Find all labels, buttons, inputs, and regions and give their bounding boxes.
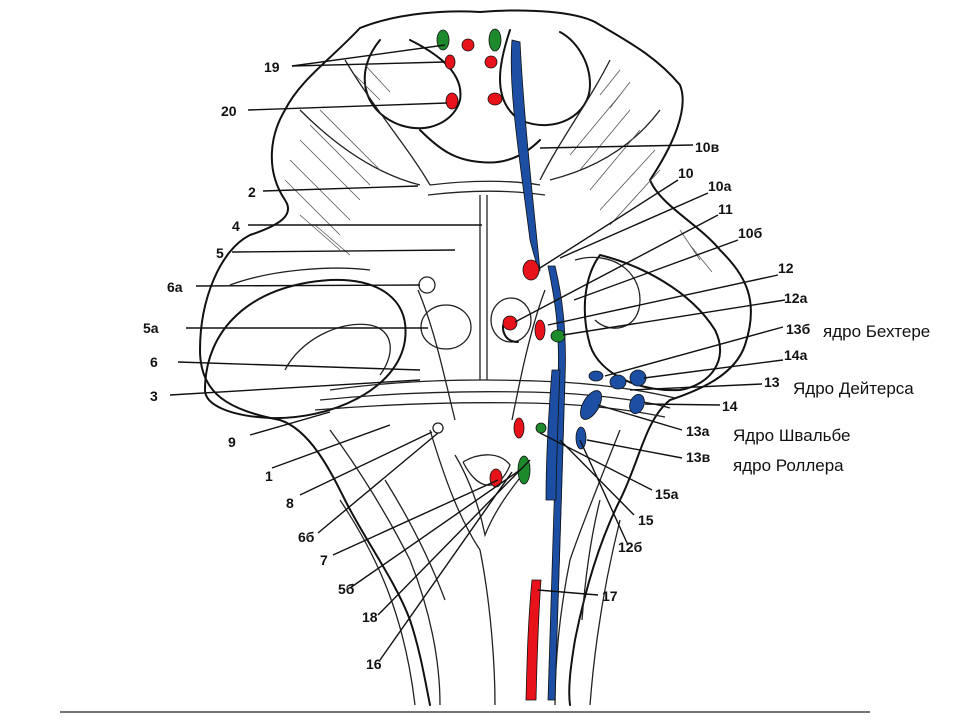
label-14a: 14а [784,347,808,363]
label-12a: 12а [784,290,808,306]
nucleus-13v-blue [575,426,587,450]
hatching [284,64,713,273]
nucleus-20-red-a [445,92,459,110]
nucleus-14a-blue [629,369,647,387]
nucleus-13b-blue-a [588,370,604,382]
label-10: 10 [678,165,694,181]
blue-tract-left [545,369,561,501]
number-labels: 19 20 10в 10 10а 2 11 4 10б 5 12 6а 12а … [143,59,811,672]
nucleus-10-red [522,259,540,281]
label-10a: 10а [708,178,732,194]
nucleus-19-red-c [484,55,498,69]
nucleus-19-red-a [461,38,475,52]
label-5b: 5б [338,581,355,597]
label-9: 9 [228,434,236,450]
nucleus-names: ядро Бехтере Ядро Дейтерса Ядро Швальбе … [733,322,930,475]
label-10v: 10в [695,139,720,155]
label-18: 18 [362,609,378,625]
label-13a: 13а [686,423,710,439]
label-20: 20 [221,103,237,119]
name-bekhterev: ядро Бехтере [823,322,930,341]
nucleus-14-blue [629,393,645,415]
label-13b: 13б [786,321,811,337]
label-8: 8 [286,495,294,511]
label-4: 4 [232,218,240,234]
nucleus-12a-red [534,319,546,341]
label-17: 17 [602,588,618,604]
label-10b: 10б [738,225,763,241]
nucleus-green-lower-a [535,422,547,434]
label-11: 11 [718,201,733,217]
label-5a: 5а [143,320,159,336]
label-15a: 15а [655,486,679,502]
label-12b: 12б [618,539,643,555]
label-16: 16 [366,656,382,672]
nucleus-13b-blue-b [609,374,627,390]
label-5: 5 [216,245,224,261]
label-6: 6 [150,354,158,370]
nucleus-19-red-b [444,54,456,70]
leader-lines [169,44,786,661]
label-3: 3 [150,388,158,404]
nucleus-red-lower-a [513,417,525,439]
label-7: 7 [320,552,328,568]
label-15: 15 [638,512,654,528]
red-tract [525,579,542,701]
nucleus-19-green-b [488,28,502,52]
label-6b: 6б [298,529,315,545]
name-deiters: Ядро Дейтерса [793,379,914,398]
name-roller: ядро Роллера [733,456,844,475]
label-6a: 6а [167,279,183,295]
label-12: 12 [778,260,794,276]
nucleus-20-red-b [487,92,503,106]
label-2: 2 [248,184,256,200]
label-1: 1 [265,468,273,484]
name-schwalbe: Ядро Швальбе [733,426,850,445]
label-14: 14 [722,398,738,414]
nucleus-11-red [502,315,518,331]
label-13: 13 [764,374,780,390]
nucleus-12a-green [550,329,566,343]
blue-tract-main [510,39,541,272]
label-19: 19 [264,59,280,75]
brainstem-outline [60,9,870,713]
label-13v: 13в [686,449,711,465]
nucleus-19-green-a [436,29,450,51]
nucleus-13-blue [580,390,602,420]
